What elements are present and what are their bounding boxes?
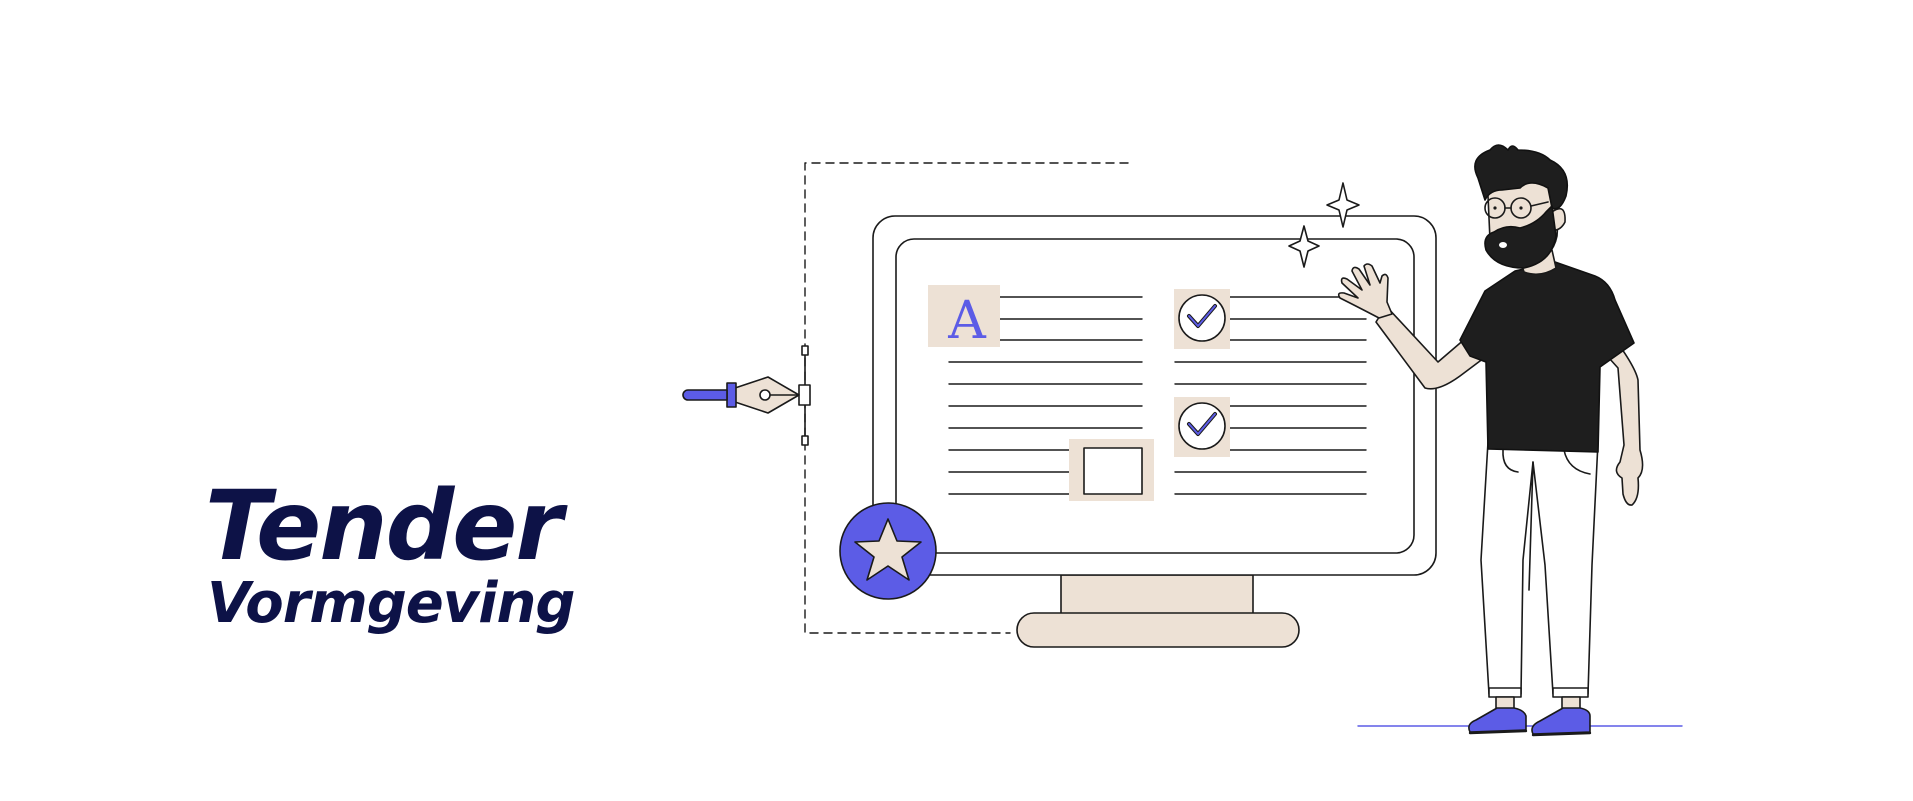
monitor-icon [872,215,1437,576]
page-title: Tender [205,470,563,582]
typography-glyph: A [947,291,987,351]
pen-tool-icon [682,345,811,446]
checkmark-tile-1 [1174,289,1230,349]
screen-text-lines [948,296,1367,495]
page-subtitle: Vormgeving [207,571,575,636]
heading-block: Tender Vormgeving [205,470,575,636]
checkmark-tile-2 [1174,397,1230,457]
glasses [1484,197,1549,219]
dashed-selection-frame [804,162,1129,634]
sparkle-icon [1288,182,1360,268]
typography-tile: A [928,285,1000,351]
monitor-stand [1016,574,1300,648]
image-placeholder-tile [1069,439,1154,501]
star-badge-icon [839,502,937,600]
designer-person [1337,144,1644,737]
